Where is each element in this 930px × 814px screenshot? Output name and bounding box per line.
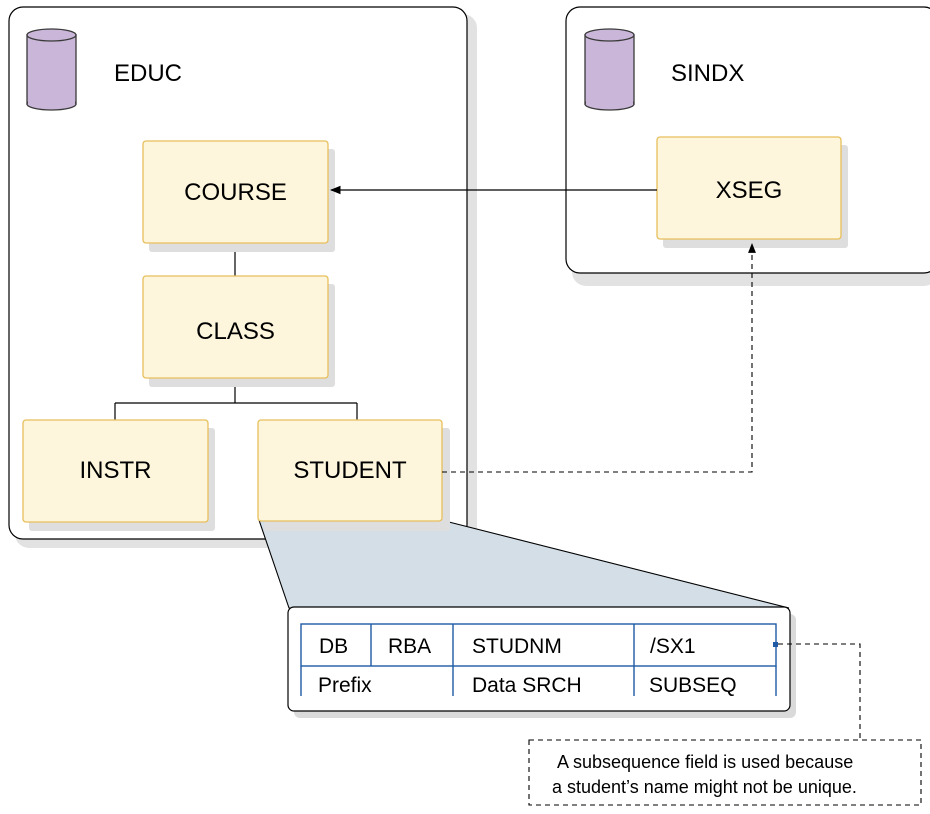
index-entry-fields [300,623,777,696]
sindx-database-cylinder-icon [584,28,635,111]
note-line-1: A subsequence field is used because [557,752,853,772]
field-sx1: /SX1 [650,635,696,658]
note-line-2: a student’s name might not be unique. [552,777,857,797]
educ-database-label: EDUC [114,60,182,87]
segment-xseg: XSEG [656,136,848,248]
label-prefix: Prefix [318,674,372,697]
sx1-anchor-icon [773,642,778,647]
segment-course: COURSE [142,140,335,252]
segment-instr: INSTR [22,419,215,531]
segment-xseg-label: XSEG [716,177,783,204]
segment-class: CLASS [142,275,335,387]
segment-student-label: STUDENT [293,457,407,484]
field-db: DB [319,635,348,658]
field-studnm: STUDNM [472,635,562,658]
student-to-xseg-dashed-arrow-icon [442,243,756,473]
segment-instr-label: INSTR [80,457,152,484]
segment-class-label: CLASS [196,318,275,345]
note-connector-dashed-line [778,643,861,740]
student-callout-wedge [258,519,790,609]
note-box [528,739,922,806]
label-subseq: SUBSEQ [649,674,737,697]
segment-course-label: COURSE [184,179,287,206]
segment-student: STUDENT [257,419,450,531]
field-rba: RBA [388,635,431,658]
sindx-database-label: SINDX [671,60,744,87]
label-data-srch: Data SRCH [472,674,582,697]
educ-database-cylinder-icon [26,28,77,111]
